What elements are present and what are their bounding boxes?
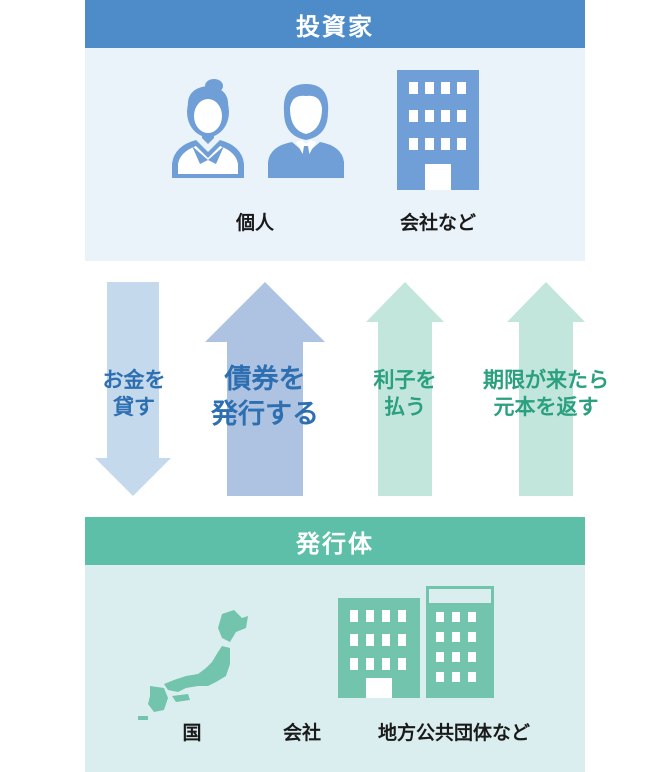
issue-bonds-line1: 債券を	[224, 364, 306, 395]
japan-map-icon	[138, 610, 248, 720]
government-building-icon	[426, 586, 494, 698]
investor-title: 投資家	[296, 12, 374, 41]
pay-interest-line2: 払う	[384, 395, 426, 420]
up-arrow	[366, 282, 444, 496]
country-label: 国	[182, 722, 202, 744]
company-label: 会社など	[399, 212, 477, 234]
individual-label: 個人	[235, 212, 275, 234]
investor-header: 投資家	[85, 0, 585, 48]
pay-interest-text: 利子を 払う	[374, 367, 437, 422]
issuer-title: 発行体	[296, 529, 374, 558]
issuer-header: 発行体	[85, 517, 585, 565]
up-arrow	[507, 282, 585, 496]
pay-interest-line1: 利子を	[373, 368, 437, 392]
issue-bonds-text: 債券を 発行する	[211, 362, 319, 432]
local-government-label: 地方公共団体など	[377, 722, 531, 744]
repay-principal-line1: 期限が来たら	[483, 368, 609, 392]
lend-money-text: お金を 貸す	[103, 367, 166, 422]
company-building-icon	[338, 598, 420, 698]
down-arrow	[95, 282, 171, 496]
lend-money-line2: 貸す	[113, 395, 155, 420]
office-building-icon	[397, 70, 479, 190]
lend-money-line1: お金を	[102, 368, 166, 392]
female-person-icon	[172, 79, 244, 178]
issue-bonds-line2: 発行する	[211, 399, 319, 431]
repay-principal-line2: 元本を返す	[493, 395, 599, 420]
repay-principal-text: 期限が来たら 元本を返す	[483, 367, 609, 422]
up-arrow-large	[205, 282, 325, 496]
male-person-icon	[268, 84, 344, 178]
issuer-company-label: 会社	[282, 722, 322, 744]
issuer-panel	[85, 565, 585, 772]
